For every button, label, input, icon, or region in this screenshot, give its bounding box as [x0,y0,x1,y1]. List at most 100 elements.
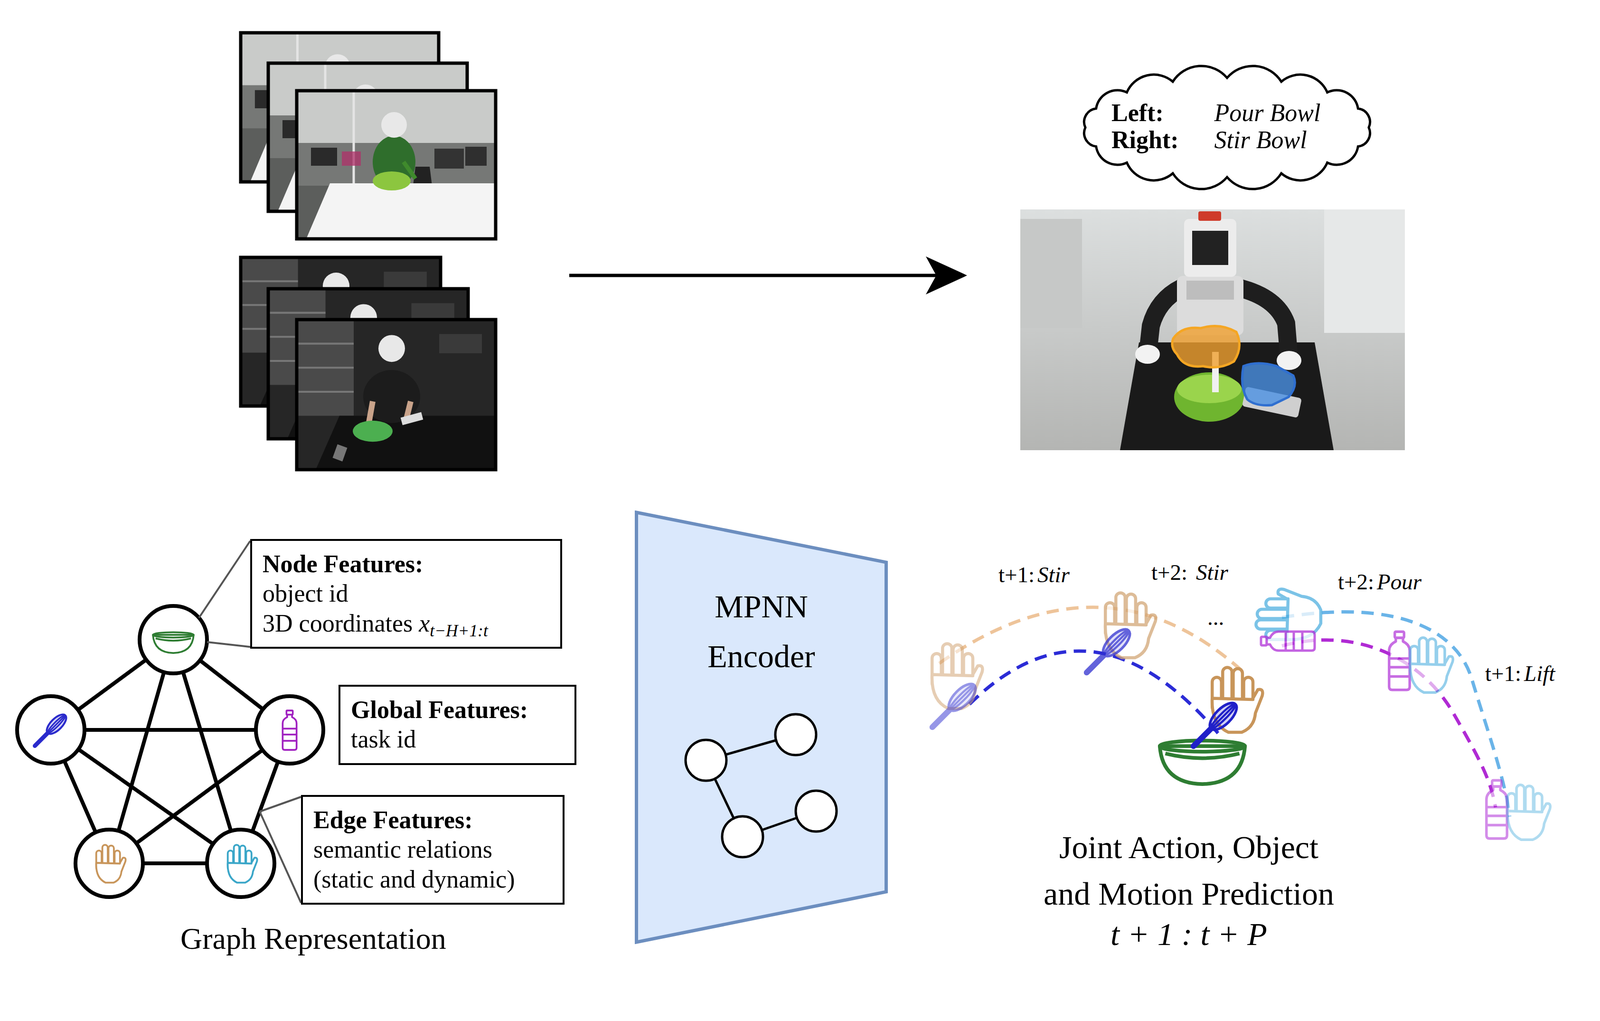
robot-scene [1242,363,1295,406]
robot-scene [1174,372,1245,422]
box-text: t−H+1:t [429,621,488,640]
graph-caption: Graph Representation [180,921,447,957]
encoder-outline [634,510,888,944]
time-step: t+2: [1149,559,1189,585]
scene-graph [207,829,275,897]
scene-graph [75,829,143,897]
motion-trajectories [1261,631,1315,651]
prediction-caption: Joint Action, Object and Motion Predicti… [1038,823,1340,918]
video-frames [240,32,496,470]
robot-scene [1020,218,1083,329]
video-frames [296,319,496,470]
scene-graph [255,696,324,764]
robot-scene [1184,218,1237,277]
encoder-outline [636,512,887,942]
scene-graph [139,605,208,674]
action-label: Stir Bowl [1214,126,1321,154]
robot-scene [1135,344,1160,364]
mini-graph-node [795,790,837,832]
motion-trajectories [931,589,1551,840]
box-text: 3D coordinates [262,609,413,637]
leader-line [259,796,302,812]
robot-scene [1020,209,1405,451]
motion-trajectories [939,607,1510,817]
video-frames [296,90,496,239]
motion-trajectories [1159,740,1245,785]
hand-label: Left: [1111,99,1179,127]
text-line: Global Features: [350,695,565,725]
motion-trajectories [1261,631,1315,651]
leader-line [198,540,251,618]
time-step: t+1: [997,561,1036,588]
scene-graph [17,605,324,897]
scene-graph [50,727,290,732]
robot-scene [1192,230,1229,265]
hand-label: Right: [1111,126,1179,154]
robot-scene [1186,280,1234,300]
motion-trajectories [932,679,980,727]
action-label: Stir [1035,561,1072,588]
box-text: semantic relations (static and dynamic) [313,835,516,893]
motion-trajectories [1486,780,1507,838]
box-heading: Edge Features: [313,806,473,834]
leader-line [207,641,251,647]
robot-scene [1198,211,1222,221]
motion-trajectories [1281,611,1510,817]
prediction-range: t + 1 : t + P [1110,915,1268,953]
action-label: Pour [1375,568,1423,595]
video-frames [296,319,496,470]
action-label: Pour Bowl [1214,99,1321,127]
robot-scene [1020,209,1405,451]
robot-scene [1238,287,1289,352]
encoder-text: MPNN Encoder [671,581,852,682]
feature-box: Edge Features:semantic relations (static… [301,794,565,905]
scene-graph [34,711,70,746]
main-arrow [569,256,968,295]
motion-trajectories [1193,698,1242,746]
action-label: Lift [1522,660,1557,687]
text-line: Edge Features: [313,805,553,835]
scene-graph [227,844,258,883]
cloud-text-grid: Left: Pour BowlRight: Stir Bowl [1111,99,1321,154]
cloud-outline [1083,65,1370,189]
scene-graph [17,605,324,897]
scene-graph [96,844,126,883]
main-arrow [925,256,968,295]
scene-graph [152,631,194,653]
leader-line [259,811,302,903]
box-heading: Node Features: [262,550,424,578]
robot-scene [1172,326,1240,368]
motion-trajectories [1086,624,1135,673]
encoder-label: MPNN Encoder [671,581,852,682]
ellipsis: ... [1205,604,1226,631]
motion-trajectories [1507,784,1551,840]
action-label: Stir [1194,559,1230,585]
feature-box: Node Features:object id3D coordinatesxt−… [250,538,563,649]
robot-scene [1176,374,1242,404]
mini-graph-node [722,816,763,857]
time-step: t+1: [1483,660,1523,687]
motion-trajectories [1410,637,1453,693]
box-text: x [418,609,430,637]
mini-graph-node [685,739,727,781]
text-line: task id [350,724,565,754]
encoder-trapezoid: MPNN Encoder [634,510,888,944]
motion-trajectories [939,607,1246,674]
text-line: Node Features: [262,549,550,579]
box-heading: Global Features: [350,696,528,724]
text-line: 3D coordinatesxt−H+1:t [262,608,550,639]
main-arrow [569,273,938,278]
robot-scene [1324,209,1405,333]
text-line: object id [262,578,550,609]
motion-trajectories [1389,631,1410,690]
box-text: task id [350,725,416,753]
box-text: object id [262,579,349,607]
video-frames [296,90,496,239]
time-step: t+2: [1336,568,1376,595]
scene-graph [282,710,297,750]
robot-scene [1020,209,1405,451]
thought-cloud: Left: Pour BowlRight: Stir Bowl [1066,61,1388,194]
text-line: semantic relations (static and dynamic) [313,834,553,895]
scene-graph [17,696,85,764]
